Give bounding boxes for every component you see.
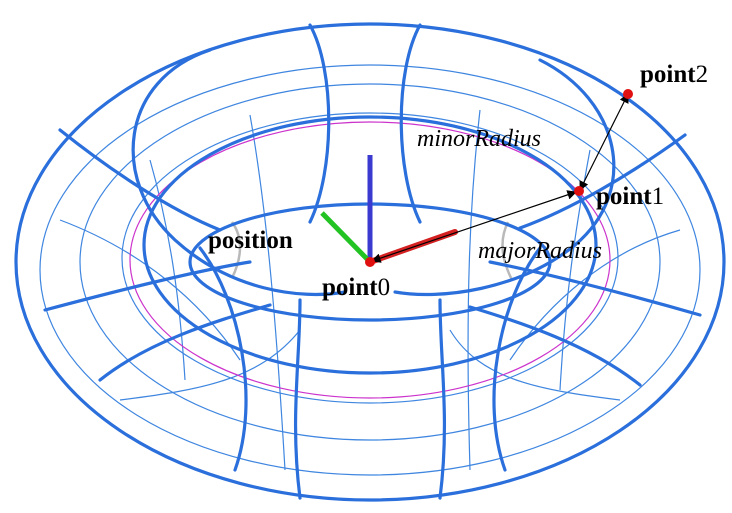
- minor-radius-label: minorRadius: [417, 126, 541, 152]
- torus-thin-wireframe: [39, 64, 701, 476]
- axis-y: [320, 211, 372, 264]
- point1-marker: [574, 186, 584, 196]
- radius-vectors: [371, 93, 629, 263]
- point-markers: [365, 89, 633, 267]
- point0-label: point0: [322, 274, 390, 301]
- minor-radius-vector: [579, 93, 629, 191]
- point2-marker: [623, 89, 633, 99]
- point1-label: point1: [596, 183, 664, 210]
- position-label: position: [208, 227, 293, 254]
- major-radius-label: majorRadius: [478, 238, 602, 264]
- major-radius-vector: [371, 190, 577, 263]
- point0-marker: [365, 257, 375, 267]
- major-radius-guide-circle: [129, 121, 611, 399]
- point2-label: point2: [640, 61, 708, 88]
